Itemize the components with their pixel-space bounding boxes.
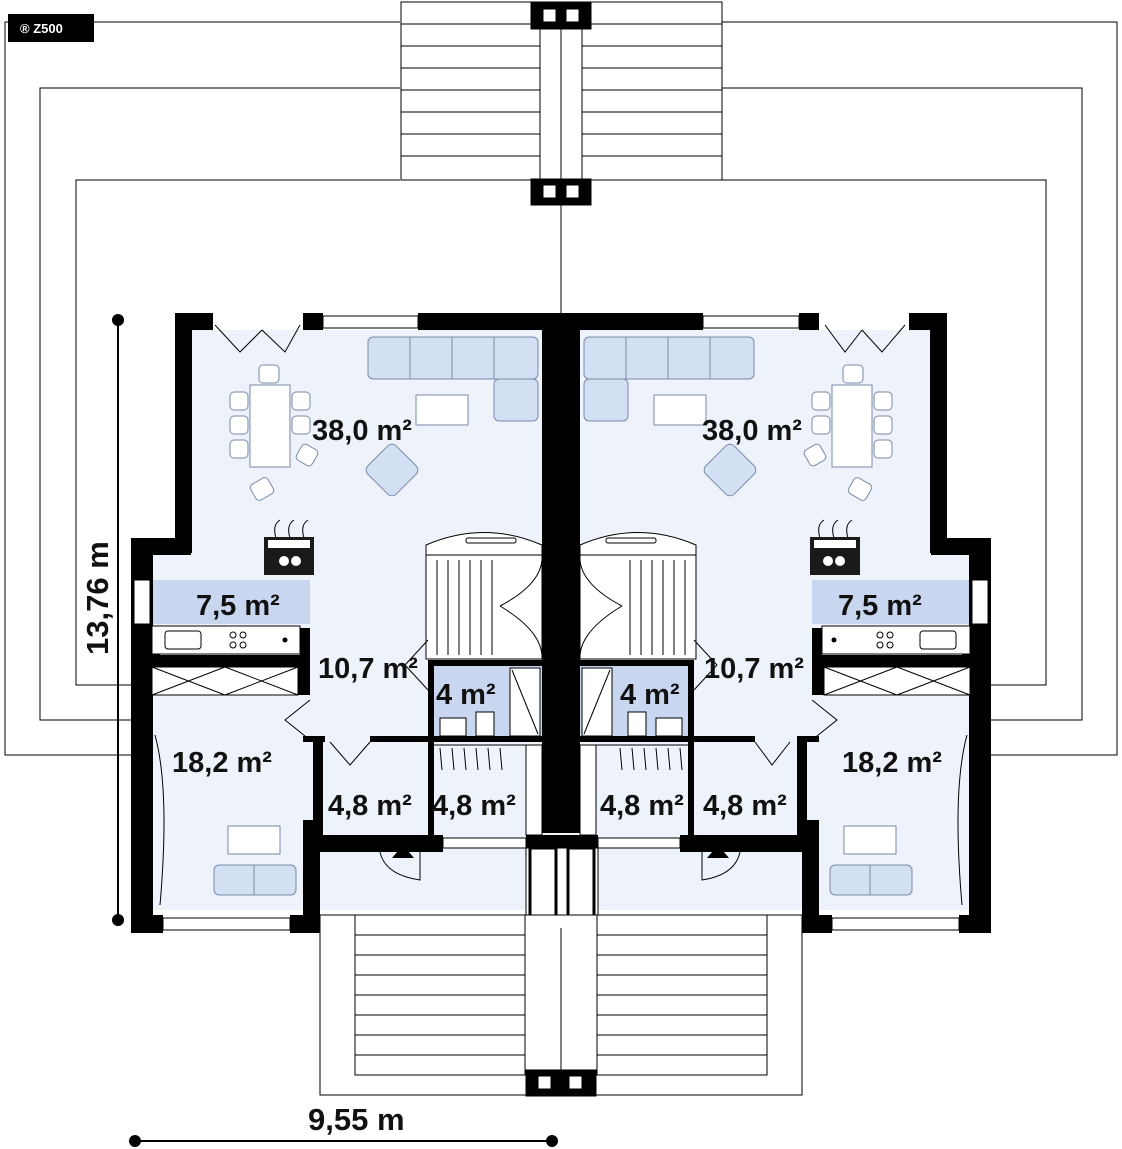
left-wardrobe-area: 4,8 m² <box>432 790 516 822</box>
doors <box>284 639 838 881</box>
depth-dimension-label: 13,76 m <box>80 541 115 655</box>
left-vestibule-area: 4,8 m² <box>328 790 412 822</box>
terrace-doors <box>214 324 906 353</box>
entrance-arrows <box>392 845 729 858</box>
kitchen-counter-left <box>151 625 301 655</box>
left-hall-area: 10,7 m² <box>318 653 418 685</box>
living-furniture-right <box>583 336 893 501</box>
left-bathroom-area: 4 m² <box>436 679 496 711</box>
left-kitchen-area: 7,5 m² <box>196 590 280 622</box>
right-bedroom-area: 18,2 m² <box>842 747 942 779</box>
stairs-left <box>425 532 543 660</box>
right-living-area: 38,0 m² <box>702 415 802 447</box>
bathroom-fixtures <box>439 667 683 737</box>
roof-outlines <box>4 21 1118 756</box>
bottom-deck <box>319 914 803 1097</box>
wardrobes <box>151 666 971 696</box>
top-deck <box>400 1 723 206</box>
left-bedroom-area: 18,2 m² <box>172 747 272 779</box>
right-hall-area: 10,7 m² <box>704 653 804 685</box>
width-dimension-label: 9,55 m <box>308 1102 405 1137</box>
right-kitchen-area: 7,5 m² <box>838 590 922 622</box>
brand-logo: ® Z500 <box>8 14 94 42</box>
fireplace-left <box>264 519 314 575</box>
kitchen-counter-right <box>821 625 971 655</box>
fireplace-right <box>810 519 860 575</box>
logo-text: ® Z500 <box>20 21 63 36</box>
left-living-area: 38,0 m² <box>312 415 412 447</box>
living-furniture-left <box>229 336 539 501</box>
windows <box>133 315 989 931</box>
right-wardrobe-area: 4,8 m² <box>600 790 684 822</box>
right-vestibule-area: 4,8 m² <box>703 790 787 822</box>
dimension-lines <box>112 314 558 1147</box>
right-bathroom-area: 4 m² <box>620 679 680 711</box>
bedroom-furniture <box>154 734 968 906</box>
wardrobe-rails <box>434 744 688 836</box>
stairs-right <box>579 532 697 660</box>
